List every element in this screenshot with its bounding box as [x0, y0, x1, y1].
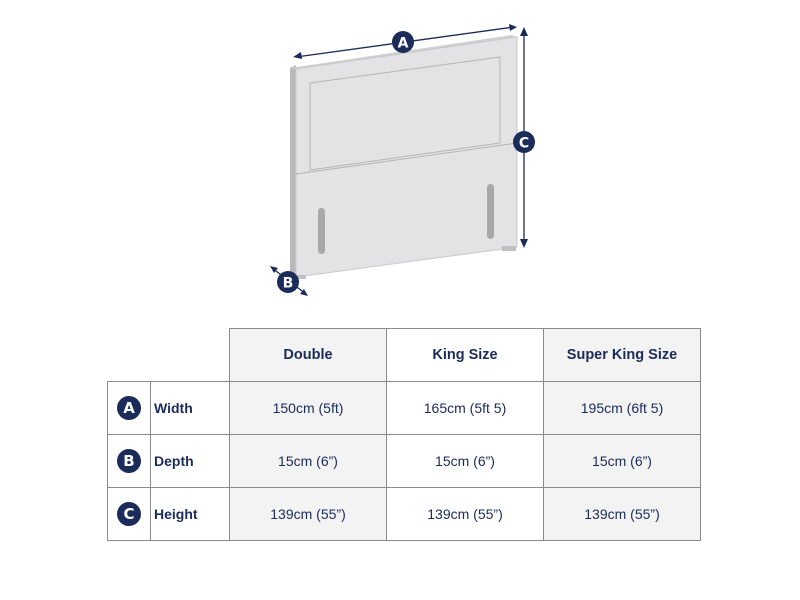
row-label-height: Height [150, 487, 230, 541]
cell-depth-super-king: 15cm (6”) [543, 434, 701, 488]
svg-text:C: C [519, 136, 529, 152]
cell-width-king: 165cm (5ft 5) [386, 381, 544, 435]
width-dimension-arrow: A [293, 24, 517, 59]
table-row: C Height 139cm (55”) 139cm (55”) 139cm (… [107, 487, 701, 541]
column-header-king-size: King Size [386, 328, 544, 382]
cell-width-super-king: 195cm (6ft 5) [543, 381, 701, 435]
badge-a-icon: A [117, 396, 141, 420]
badge-c-icon: C [117, 502, 141, 526]
badge-b-icon [277, 271, 299, 293]
headboard-diagram: A C B [270, 24, 535, 296]
badge-b-icon: B [117, 449, 141, 473]
depth-dimension-arrow: B [270, 266, 308, 296]
badge-a-icon [392, 31, 414, 53]
column-header-double: Double [229, 328, 387, 382]
cell-width-double: 150cm (5ft) [229, 381, 387, 435]
cell-depth-double: 15cm (6”) [229, 434, 387, 488]
table-row: B Depth 15cm (6”) 15cm (6”) 15cm (6”) [107, 434, 701, 488]
cell-depth-king: 15cm (6”) [386, 434, 544, 488]
row-label-width: Width [150, 381, 230, 435]
cell-height-king: 139cm (55”) [386, 487, 544, 541]
column-header-super-king-size: Super King Size [543, 328, 701, 382]
row-label-depth: Depth [150, 434, 230, 488]
cell-height-double: 139cm (55”) [229, 487, 387, 541]
svg-text:A: A [398, 36, 409, 52]
cell-height-super-king: 139cm (55”) [543, 487, 701, 541]
badge-c-icon [513, 131, 535, 153]
svg-text:B: B [283, 276, 294, 292]
headboard-illustration [290, 35, 518, 279]
table-header-row: Double King Size Super King Size [108, 328, 701, 382]
dimensions-table: Double King Size Super King Size A Width… [107, 328, 701, 541]
table-row: A Width 150cm (5ft) 165cm (5ft 5) 195cm … [107, 381, 701, 435]
height-dimension-arrow: C [513, 27, 535, 248]
